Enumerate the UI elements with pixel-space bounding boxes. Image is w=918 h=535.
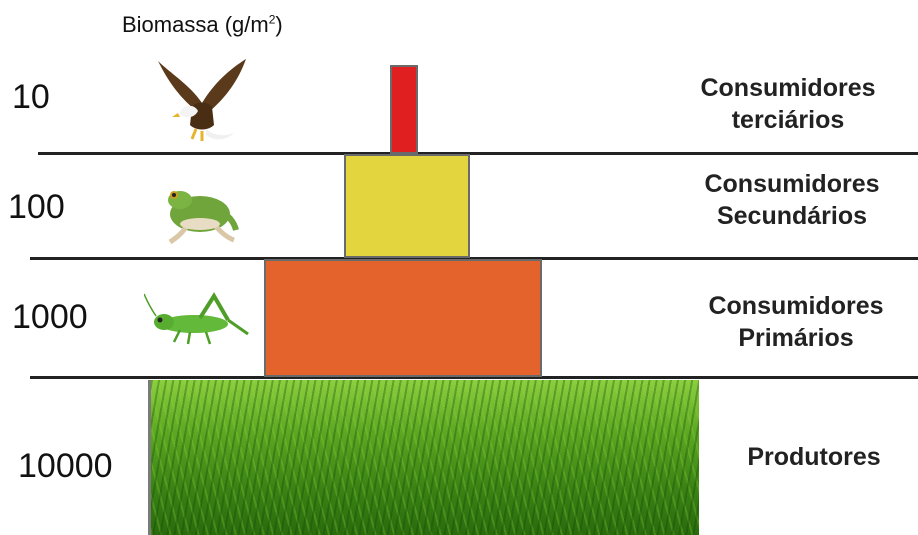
label-primary-line1: Consumidores bbox=[676, 290, 916, 322]
frog-icon bbox=[158, 180, 240, 250]
level-value-producers: 10000 bbox=[18, 447, 113, 486]
label-tertiary-line1: Consumidores bbox=[668, 72, 908, 104]
label-tertiary-line2: terciários bbox=[668, 104, 908, 136]
level-value-secondary: 100 bbox=[8, 188, 65, 227]
label-primary-line2: Primários bbox=[676, 322, 916, 354]
label-secondary-line2: Secundários bbox=[672, 200, 912, 232]
level-value-tertiary: 10 bbox=[12, 78, 50, 117]
divider-line-1 bbox=[38, 152, 918, 155]
diagram-title: Biomassa (g/m2) bbox=[122, 12, 283, 38]
level-value-primary: 1000 bbox=[12, 298, 88, 337]
label-secondary: Consumidores Secundários bbox=[672, 168, 912, 232]
label-producers-line1: Produtores bbox=[694, 441, 918, 473]
eagle-icon bbox=[152, 55, 252, 147]
bar-secondary bbox=[344, 154, 470, 258]
grasshopper-icon bbox=[144, 290, 256, 346]
label-tertiary: Consumidores terciários bbox=[668, 72, 908, 136]
label-producers: Produtores bbox=[694, 441, 918, 473]
title-close: ) bbox=[275, 12, 282, 37]
grass-field-icon bbox=[148, 380, 699, 535]
bar-primary bbox=[264, 259, 542, 377]
title-text: Biomassa (g/m bbox=[122, 12, 269, 37]
bar-tertiary bbox=[390, 65, 418, 154]
label-secondary-line1: Consumidores bbox=[672, 168, 912, 200]
label-primary: Consumidores Primários bbox=[676, 290, 916, 354]
